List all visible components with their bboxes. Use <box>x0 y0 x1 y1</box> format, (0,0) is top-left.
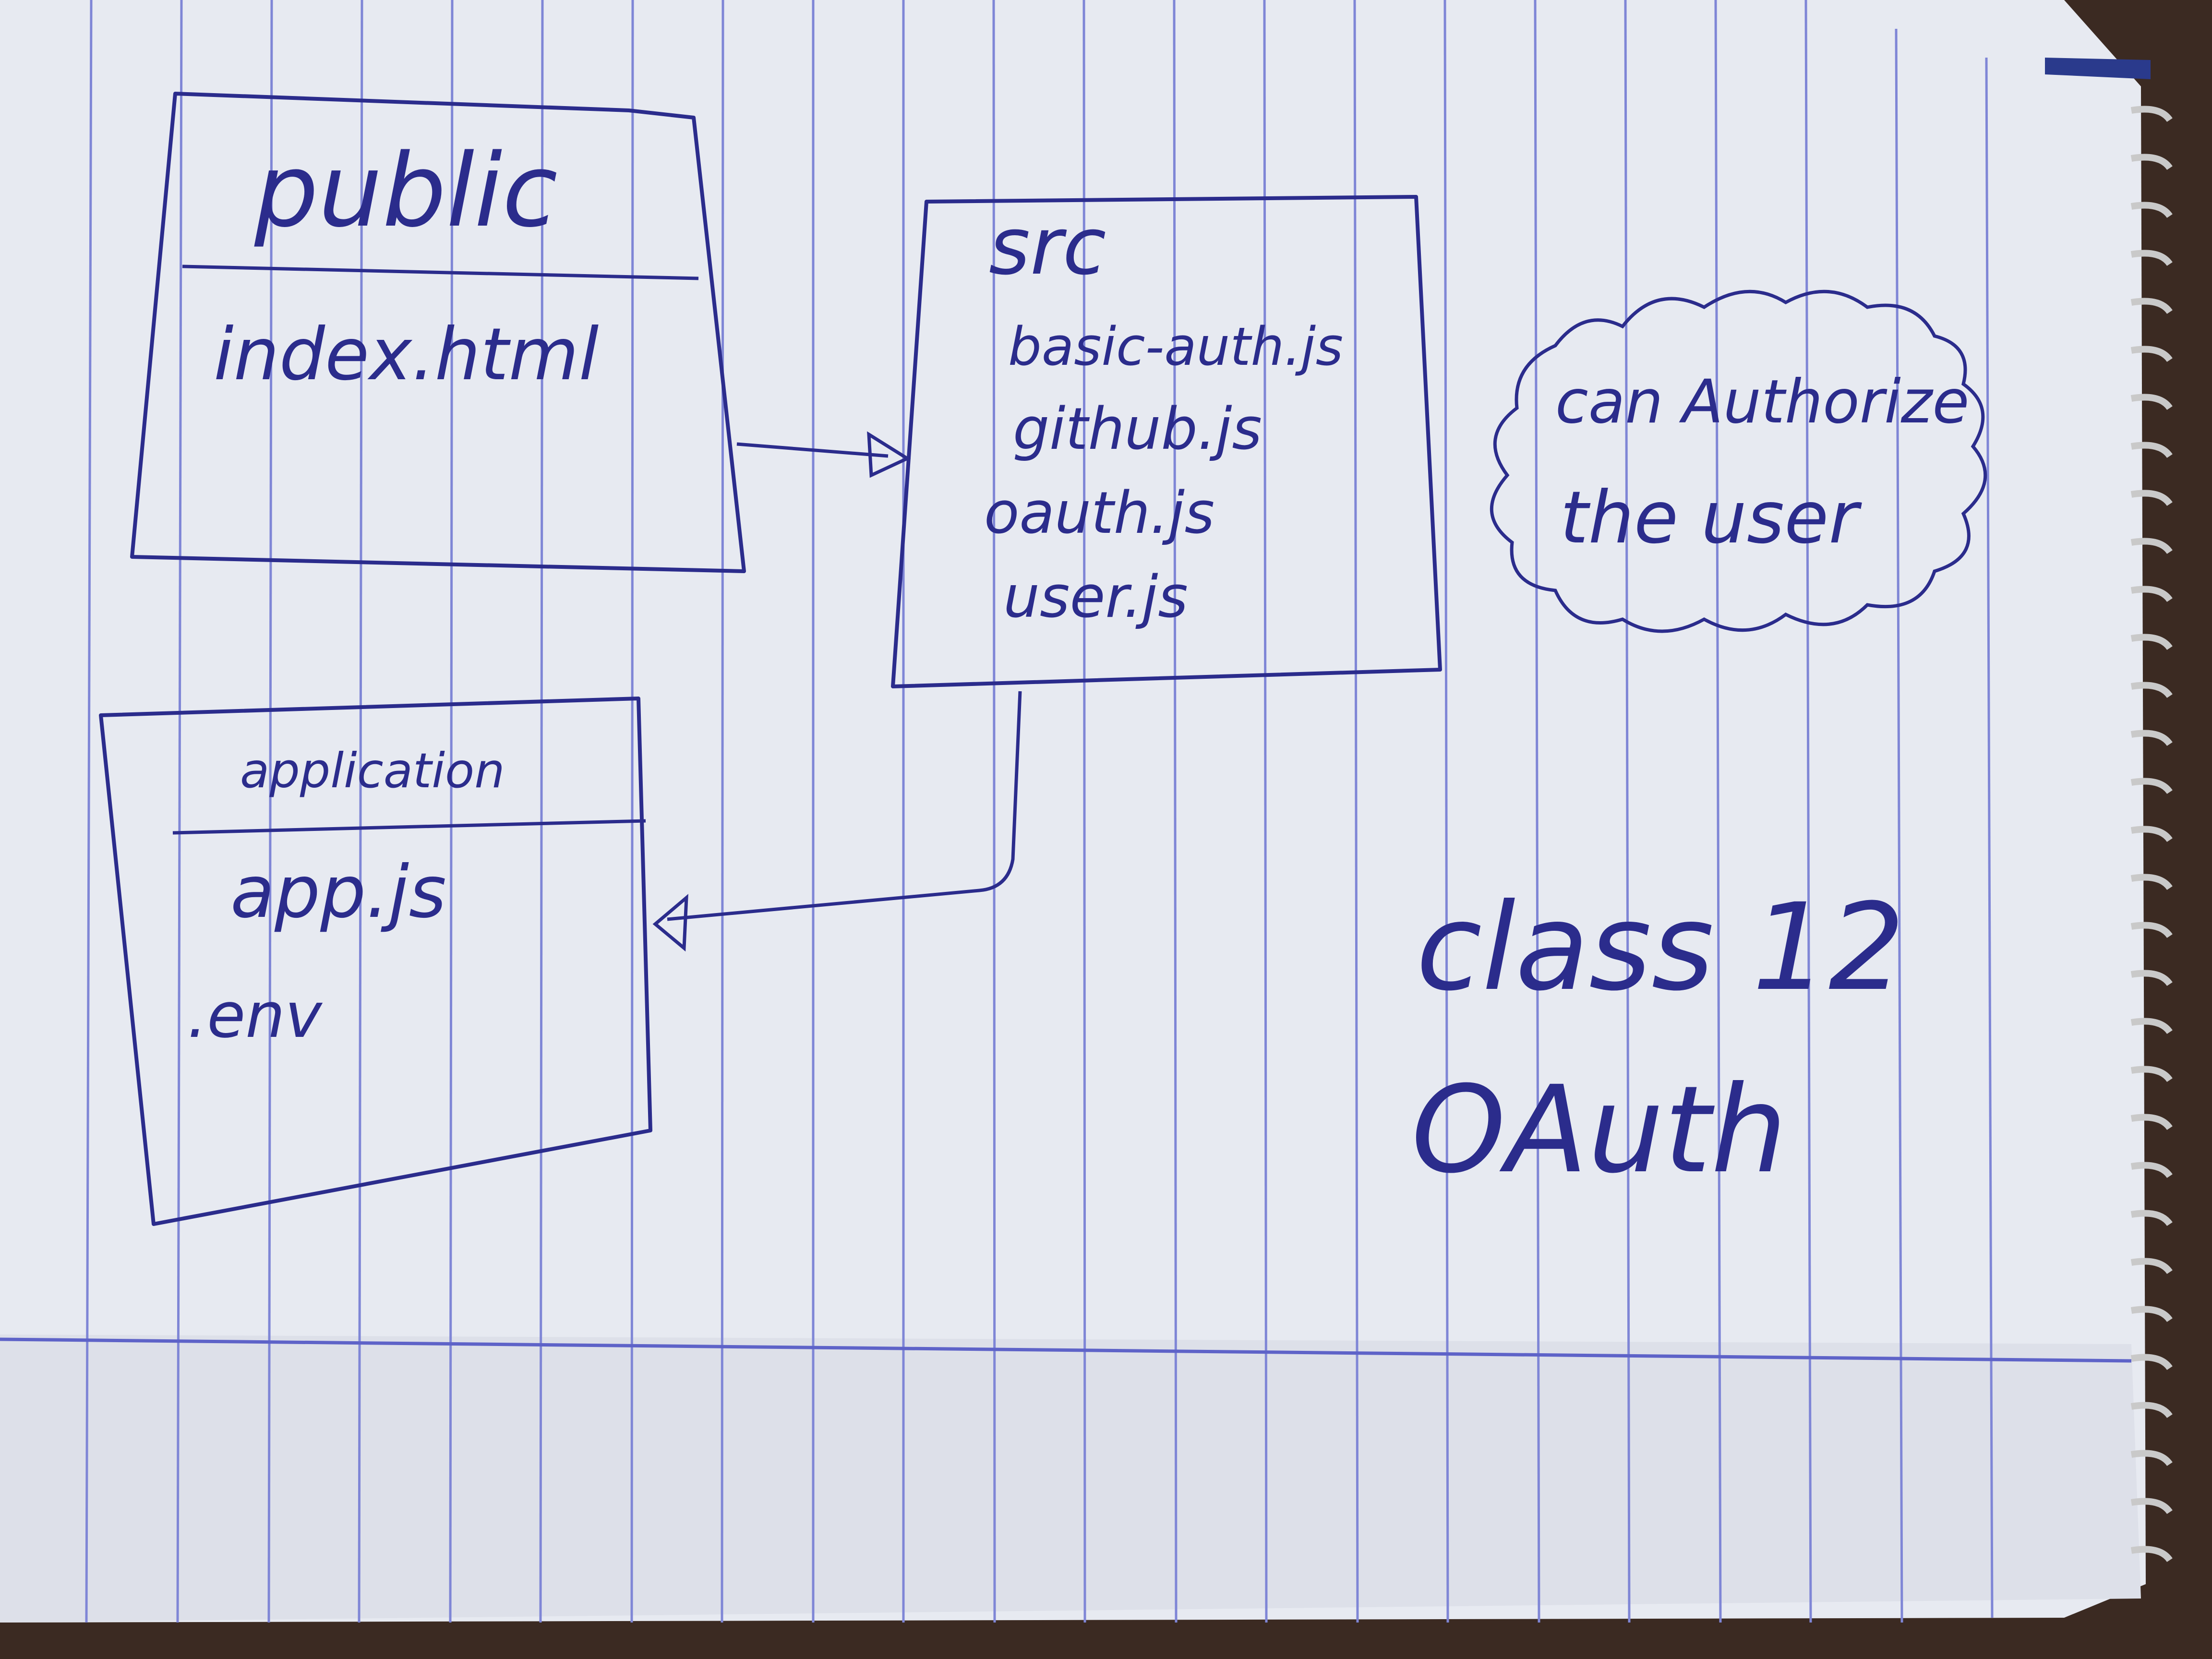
arrow-public-to-src <box>736 431 911 478</box>
cloud-note: can Authorize the user <box>1490 289 1987 633</box>
src-box-item-github: github.js <box>1013 396 1262 463</box>
src-box-title: src <box>989 200 1106 292</box>
margin-line <box>0 1337 2132 1363</box>
src-box: src basic-auth.js github.js oauth.js use… <box>891 195 1442 688</box>
cloud-note-line-2: the user <box>1560 476 1862 560</box>
application-box-title: application <box>240 743 505 799</box>
heading: class 12 OAuth <box>1411 878 1905 1200</box>
application-box-item-env: .env <box>187 979 323 1052</box>
heading-topic: OAuth <box>1411 1060 1787 1200</box>
cloud-note-line-1: can Authorize <box>1555 367 1969 437</box>
application-box: application app.js .env <box>99 697 652 1226</box>
public-box-divider <box>182 264 699 280</box>
application-box-item-app-js: app.js <box>230 851 446 934</box>
paper-sheet <box>0 0 2146 1623</box>
src-box-item-basic-auth: basic-auth.js <box>1008 316 1343 377</box>
cloud-outline <box>1490 289 1987 633</box>
src-box-item-user: user.js <box>1003 564 1188 631</box>
spiral-binding <box>2130 106 2173 1563</box>
public-box-title: public <box>254 132 558 250</box>
paper-lower-shadow <box>0 1334 2141 1623</box>
public-box-item-index-html: index.html <box>214 313 599 397</box>
src-box-item-oauth: oauth.js <box>984 480 1214 547</box>
arrowhead-open-triangle <box>652 894 688 952</box>
arrowhead-open-triangle <box>867 431 911 478</box>
cover-edge <box>2045 58 2151 79</box>
public-box: public index.html <box>130 92 746 573</box>
arrow-src-to-application <box>652 691 1022 952</box>
heading-class-number: class 12 <box>1416 878 1905 1017</box>
application-box-divider <box>172 819 646 835</box>
